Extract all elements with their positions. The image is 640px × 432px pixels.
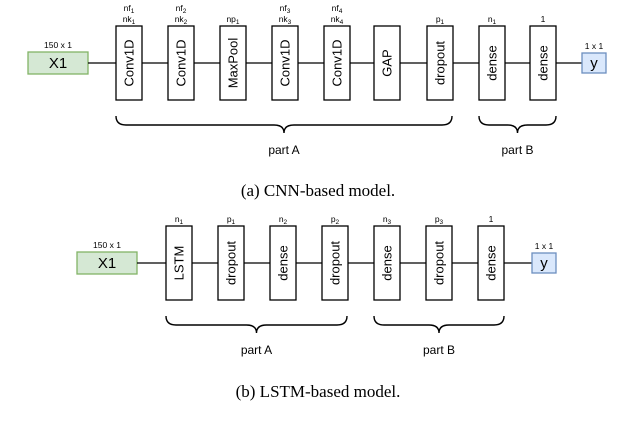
layer-param-label: n2 [279, 214, 288, 226]
layer-block-maxpool [219, 25, 247, 101]
input-label: X1 [49, 55, 67, 72]
layer-param-label: np1 [226, 14, 239, 26]
part-label: part A [241, 343, 272, 357]
output-label: y [590, 55, 598, 72]
layer-block-dense [529, 25, 557, 101]
layer-param-label: nf1 [124, 3, 135, 15]
layer-block-conv1d [323, 25, 351, 101]
layer-label: Conv1D [278, 40, 293, 87]
input-dim-label: 150 x 1 [44, 40, 72, 50]
output-block [531, 252, 557, 274]
layer-param-label: nk4 [331, 14, 344, 26]
layer-param-label: nf4 [332, 3, 343, 15]
layer-block-gap [373, 25, 401, 101]
part-brace [478, 115, 557, 134]
lstm-model: 150 x 1 X1 LSTM n1 dropout p1 dense n2 dropout p2… [76, 214, 557, 401]
layer-block-dense [477, 225, 505, 301]
layer-label: GAP [380, 49, 395, 76]
layer-label: dense [485, 45, 500, 80]
output-block [581, 52, 607, 74]
output-dim-label: 1 x 1 [535, 241, 554, 251]
layer-label: dense [536, 45, 551, 80]
layer-block-lstm [165, 225, 193, 301]
input-label: X1 [98, 255, 116, 272]
layer-param-label: n3 [383, 214, 392, 226]
layer-block-conv1d [115, 25, 143, 101]
layer-param-label: p1 [436, 14, 445, 26]
part-brace [373, 315, 505, 334]
layer-label: dense [484, 245, 499, 280]
input-dim-label: 150 x 1 [93, 240, 121, 250]
layer-param-label: nf3 [280, 3, 291, 15]
layer-label: Conv1D [174, 40, 189, 87]
layer-label: LSTM [172, 246, 187, 281]
layer-param-label: nk1 [123, 14, 136, 26]
layer-param-label: 1 [541, 14, 546, 24]
layer-label: dropout [224, 241, 239, 285]
layer-label: dropout [328, 241, 343, 285]
layer-param-label: nf2 [176, 3, 187, 15]
layer-block-dense [269, 225, 297, 301]
layer-block-dropout [321, 225, 349, 301]
output-label: y [540, 255, 548, 272]
layer-label: dense [276, 245, 291, 280]
layer-label: Conv1D [330, 40, 345, 87]
layer-label: dropout [432, 241, 447, 285]
layer-block-dropout [217, 225, 245, 301]
figure-caption: (b) LSTM-based model. [236, 382, 401, 401]
layer-param-label: p1 [227, 214, 236, 226]
layer-label: Conv1D [122, 40, 137, 87]
layer-param-label: p2 [331, 214, 340, 226]
part-brace [115, 115, 453, 134]
layer-param-label: n1 [175, 214, 184, 226]
layer-param-label: n1 [488, 14, 497, 26]
part-brace [165, 315, 348, 334]
part-label: part B [501, 143, 533, 157]
output-dim-label: 1 x 1 [585, 41, 604, 51]
layer-label: dropout [433, 41, 448, 85]
layer-label: dense [380, 245, 395, 280]
layer-block-dense [373, 225, 401, 301]
layer-label: MaxPool [226, 38, 241, 89]
layer-param-label: nk3 [279, 14, 292, 26]
layer-param-label: 1 [489, 214, 494, 224]
layer-param-label: p3 [435, 214, 444, 226]
part-label: part B [423, 343, 455, 357]
layer-param-label: nk2 [175, 14, 188, 26]
part-label: part A [268, 143, 299, 157]
figure-caption: (a) CNN-based model. [241, 181, 395, 200]
